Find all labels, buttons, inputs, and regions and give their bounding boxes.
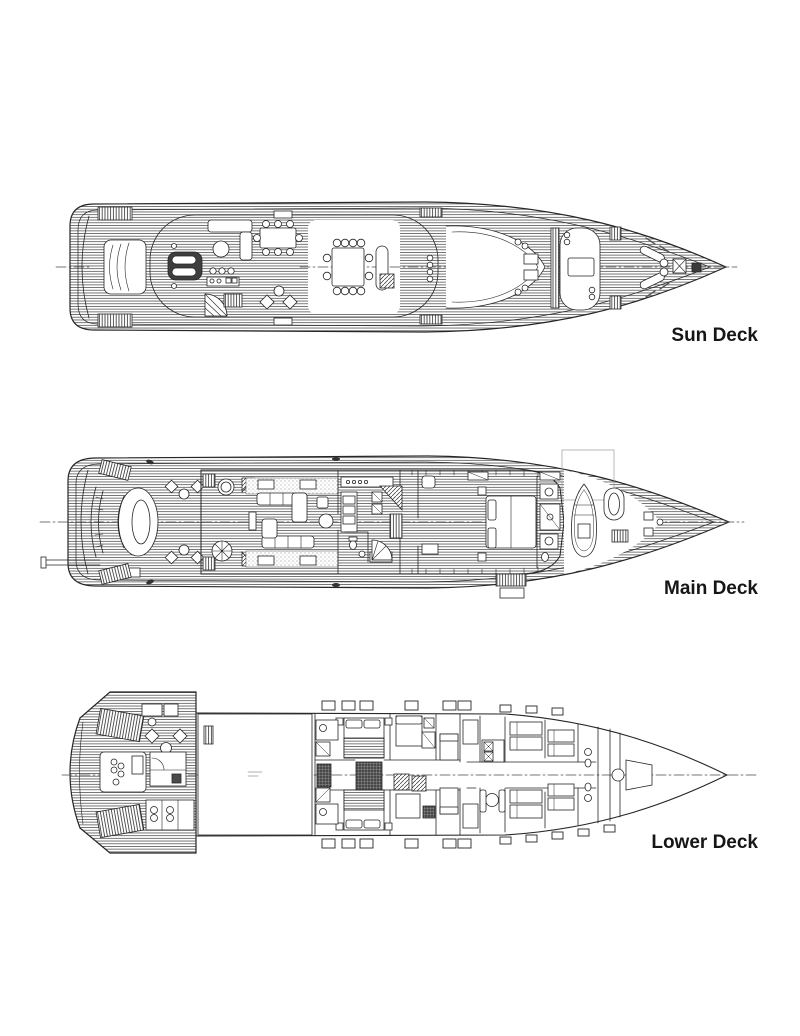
master-cabin [421,471,561,562]
boarding-platform [495,573,527,599]
deckhouse [200,469,565,575]
pillow [363,819,381,829]
deck-hatch [273,210,293,326]
guest-cabin-aft-top [335,717,393,759]
platform-loungers [145,799,195,831]
cabinet [422,805,436,819]
galley [337,469,401,575]
pillow [439,733,459,742]
foredeck-hatch [611,529,629,543]
bow-sunpad [559,227,601,311]
lounge-sofa [207,219,253,261]
main-deck-label: Main Deck [664,578,758,599]
guest-cabin-mid-bottom [395,793,436,819]
spiral-stairs [211,540,233,562]
bow-tick-marks [645,237,670,298]
bow-v-seat [639,245,669,290]
platform-stairs [95,707,145,839]
nightstand [384,717,393,726]
main-deck-plan [39,449,745,599]
transom-stairs [98,459,132,585]
single-cabins [439,719,479,829]
salon-side-table [318,513,334,529]
bed [462,719,479,745]
platform-inner-arc [79,721,84,825]
bow-compartment [609,728,653,822]
pillow [487,527,497,549]
nightstand [335,822,344,831]
pillow [439,806,459,815]
engine-room [197,713,316,836]
tv-cabinet [248,511,257,531]
twin-stairs [393,773,427,792]
guest-bathrooms-aft [315,719,339,825]
salon-carpet [245,477,339,568]
windlass [672,258,702,274]
sink [358,550,366,558]
pillow [363,719,381,729]
dumbwaiter-hatch [379,273,395,289]
coffee-table [212,240,230,258]
crew-bathrooms [584,748,592,802]
nightstand [384,822,393,831]
day-head [344,531,369,563]
pillow [345,719,363,729]
aft-deck-table [117,487,159,557]
salon-round-table [217,478,235,496]
master-desk [421,543,439,555]
engine-room-hatch [203,725,214,745]
guest-cabin-aft-bottom [335,789,393,831]
sun-lounge-chairs [259,285,298,310]
foredeck-hatches [419,207,622,325]
salon-armchair [316,496,329,509]
sun-hardtop-outline [149,214,439,318]
bow-thruster [611,768,625,782]
crew-mess [479,789,506,813]
crew-laundry [481,739,505,763]
sun-stairwell [204,293,243,317]
master-bathroom [536,475,561,569]
lower-deck-plan [61,691,757,854]
crew-bunks [509,721,575,819]
sun-deck-label: Sun Deck [671,325,758,346]
sun-bar [206,267,240,287]
windshield [445,225,546,309]
anchor-box [691,262,702,273]
master-armchair [421,475,436,489]
platform-cabinets [141,703,179,727]
platform-bar [99,751,147,793]
nightstand [477,552,487,562]
pillow [487,499,497,521]
salon-sofas [248,492,334,549]
stern-stairs [97,206,133,328]
tender-boat [571,483,597,558]
toilet [349,540,357,550]
pillow [395,715,423,725]
platform-daybed [149,751,187,787]
dining-table-12 [322,238,374,296]
mast-hatch [550,227,560,309]
dining-table-8 [253,220,303,256]
mess-table [485,793,499,807]
pillow [345,819,363,829]
mooring-cleats [146,457,340,587]
corridor-grates [316,761,383,791]
fore-windlass [643,511,664,537]
lower-deck-label: Lower Deck [651,832,758,853]
helm-seats [426,254,434,283]
bed [395,793,421,819]
stern-sunpad [103,239,147,295]
sun-deck-plan [55,201,738,333]
jacuzzi [167,243,203,289]
portholes [321,700,616,849]
guest-cabin-mid-top [395,715,436,749]
bed [462,803,479,829]
jet-ski [603,487,625,521]
platform-chairs [144,728,188,754]
aft-deck-bench [90,486,104,558]
nightstand [477,486,487,496]
main-stairs [371,485,403,561]
